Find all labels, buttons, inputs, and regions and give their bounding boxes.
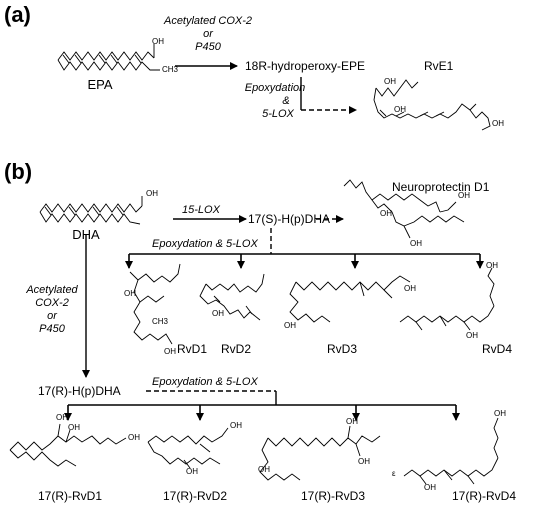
epa-structure: [57, 44, 160, 71]
r-rvd2-label: 17(R)-RvD2: [163, 489, 228, 503]
panel-a-label: (a): [4, 2, 31, 27]
epa-label: EPA: [87, 77, 113, 92]
dha-oh-label: OH: [146, 189, 158, 198]
rvd2-label: RvD2: [221, 342, 252, 356]
dha-structure: [39, 196, 143, 225]
cox2-enzyme-line1: Acetylated COX-2: [163, 15, 253, 27]
epoxydation-a-line3: 5-LOX: [262, 108, 294, 120]
r-rvd2-oh: OH: [186, 467, 198, 476]
r-rvd4-methyl: ε: [392, 469, 396, 478]
rve1-structure: [373, 79, 491, 131]
rvd2-oh-1: OH: [212, 309, 224, 318]
rve1-label: RvE1: [424, 59, 454, 73]
rvd1-oh-2: OH: [164, 347, 176, 356]
rvd1-ch3: CH3: [152, 317, 169, 326]
rvd4-label: RvD4: [482, 342, 513, 356]
r-rvd1-cooh: OH: [128, 433, 140, 442]
npd1-structure: [343, 179, 465, 239]
epa-oh-label: OH: [152, 37, 164, 46]
rvd1-label: RvD1: [177, 342, 208, 356]
rvd4-cooh: OH: [486, 261, 498, 270]
epoxydation-r-label: Epoxydation & 5-LOX: [152, 376, 258, 388]
acetylated-line4: P450: [39, 323, 65, 335]
rvd3-cooh: OH: [404, 284, 416, 293]
lox15-enzyme: 15-LOX: [182, 204, 220, 216]
r-hpdha-label: 17(R)-H(p)DHA: [38, 384, 121, 398]
r-rvd3-oh-2: OH: [358, 457, 370, 466]
acetylated-line3: or: [47, 310, 57, 322]
rve1-oh-end: OH: [492, 119, 504, 128]
r-rvd1-oh-1: OH: [56, 413, 68, 422]
r-rvd3-label: 17(R)-RvD3: [301, 489, 366, 503]
epa-ch3-label: CH3: [162, 65, 179, 74]
rvd-structures: [129, 263, 495, 345]
epoxydation-s-label: Epoxydation & 5-LOX: [152, 238, 258, 250]
rvd3-oh-1: OH: [284, 321, 296, 330]
s-hpdha-label: 17(S)-H(p)DHA: [248, 212, 331, 226]
rve1-oh-mid: OH: [394, 105, 406, 114]
r-rvd-structures: [9, 417, 499, 485]
acetylated-line2: COX-2: [35, 297, 69, 309]
r-rvd4-cooh: OH: [494, 409, 506, 418]
r-rvd1-label: 17(R)-RvD1: [38, 489, 103, 503]
rvd1-oh-1: OH: [124, 289, 136, 298]
epoxydation-a-line2: &: [282, 95, 290, 107]
r-rvd3-oh-1: OH: [346, 417, 358, 426]
rve1-oh-top: OH: [384, 77, 396, 86]
panel-b-label: (b): [4, 159, 33, 184]
rvd4-oh-1: OH: [466, 331, 478, 340]
cox2-enzyme-line2: or: [203, 28, 213, 40]
cox2-enzyme-line3: P450: [195, 41, 221, 53]
r-rvd1-oh-2: OH: [68, 423, 80, 432]
rvd3-label: RvD3: [327, 342, 358, 356]
r-rvd3-oh-3: OH: [258, 465, 270, 474]
r-rvd4-oh: OH: [424, 483, 436, 492]
dha-label: DHA: [72, 227, 100, 242]
acetylated-line1: Acetylated: [26, 284, 78, 296]
npd1-oh-1: OH: [380, 209, 392, 218]
epoxydation-a-line1: Epoxydation: [244, 82, 306, 94]
r-rvd2-cooh: OH: [230, 421, 242, 430]
npd1-label: Neuroprotectin D1: [392, 180, 490, 194]
hydroperoxy-epe-label: 18R-hydroperoxy-EPE: [245, 59, 366, 73]
npd1-oh-3: OH: [458, 191, 470, 200]
r-rvd4-label: 17(R)-RvD4: [452, 489, 517, 503]
npd1-oh-2: OH: [410, 239, 422, 248]
